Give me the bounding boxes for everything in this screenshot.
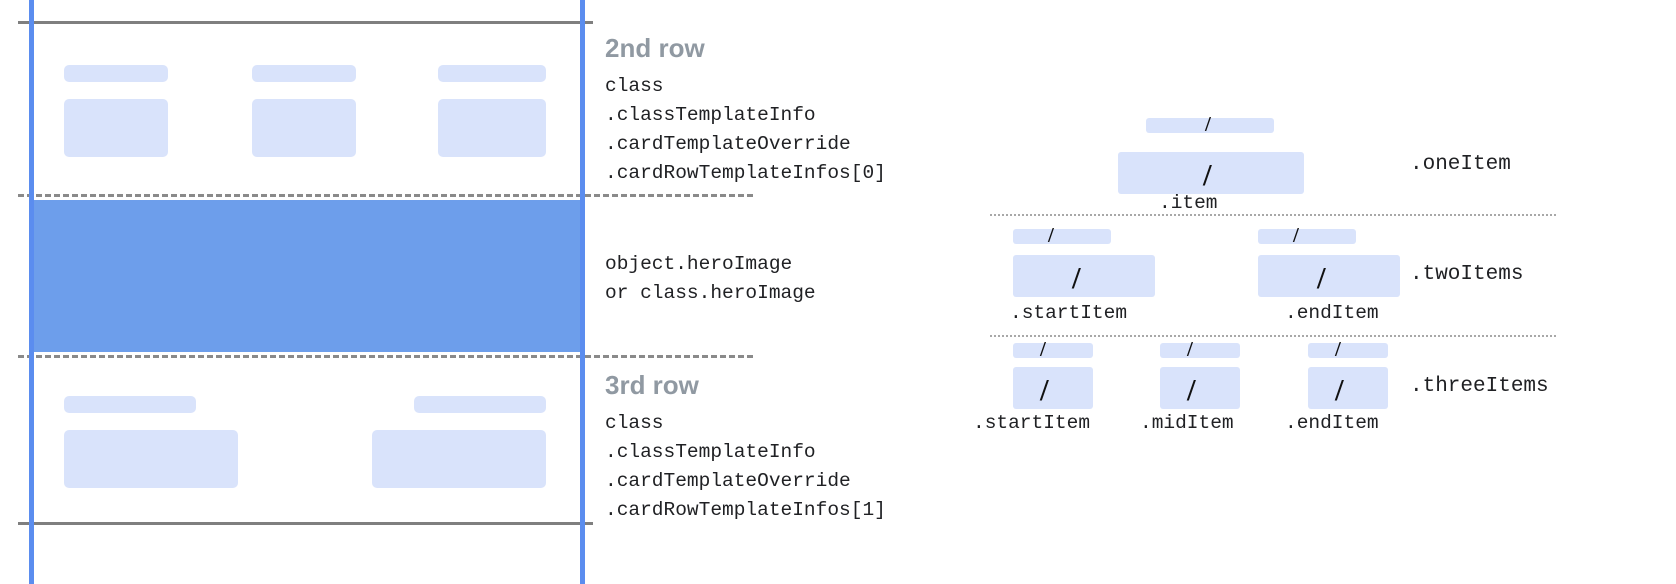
second-row-title: 2nd row: [605, 33, 705, 63]
three-items-start-sub-bar: [1013, 343, 1093, 358]
row3-placeholder-box-2: [372, 430, 546, 488]
row2-placeholder-bar-3: [438, 65, 546, 82]
two-items-start-sub-bar: [1013, 229, 1111, 244]
one-item-sub-bar: [1146, 118, 1274, 133]
group-separator-one-two: [990, 214, 1556, 216]
third-row-code: class .classTemplateInfo .cardTemplateOv…: [605, 412, 886, 521]
hero-row-code: object.heroImage or class.heroImage: [605, 253, 816, 304]
card-top-edge: [18, 21, 593, 24]
one-item-main-box: [1118, 152, 1304, 194]
group-label-three-items: .threeItems: [1410, 375, 1549, 398]
two-items-end-sub-bar: [1258, 229, 1356, 244]
row-separator-lower: [18, 355, 753, 358]
item-layout-diagram: / / .item .oneItem / / .startItem / / .e…: [960, 0, 1676, 584]
group-label-one-item: .oneItem: [1410, 153, 1511, 176]
three-items-caption-mid: .midItem: [1140, 412, 1234, 434]
row2-placeholder-box-3: [438, 99, 546, 157]
row2-placeholder-bar-2: [252, 65, 356, 82]
row3-placeholder-box-1: [64, 430, 238, 488]
two-items-caption-start: .startItem: [1010, 302, 1128, 324]
three-items-caption-end: .endItem: [1285, 412, 1379, 434]
third-row-title: 3rd row: [605, 370, 699, 400]
group-label-two-items: .twoItems: [1410, 263, 1524, 286]
three-items-mid-sub-bar: [1160, 343, 1240, 358]
three-items-end-main-box: [1308, 367, 1388, 409]
two-items-end-main-box: [1258, 255, 1400, 297]
row-separator-upper: [18, 194, 753, 197]
card-bottom-edge: [18, 522, 593, 525]
one-item-caption-item: .item: [1159, 192, 1218, 214]
two-items-start-main-box: [1013, 255, 1155, 297]
second-row-code: class .classTemplateInfo .cardTemplateOv…: [605, 75, 886, 184]
row3-placeholder-bar-1: [64, 396, 196, 413]
row2-placeholder-box-1: [64, 99, 168, 157]
card-row-diagram: 2nd row class .classTemplateInfo .cardTe…: [0, 0, 886, 584]
three-items-mid-main-box: [1160, 367, 1240, 409]
row2-placeholder-bar-1: [64, 65, 168, 82]
row2-placeholder-box-2: [252, 99, 356, 157]
two-items-caption-end: .endItem: [1285, 302, 1379, 324]
hero-image-band: [32, 200, 582, 352]
three-items-end-sub-bar: [1308, 343, 1388, 358]
three-items-caption-start: .startItem: [973, 412, 1091, 434]
three-items-start-main-box: [1013, 367, 1093, 409]
row3-placeholder-bar-2: [414, 396, 546, 413]
card-right-guide: [580, 0, 585, 584]
group-separator-two-three: [990, 335, 1556, 337]
card-left-guide: [29, 0, 34, 584]
